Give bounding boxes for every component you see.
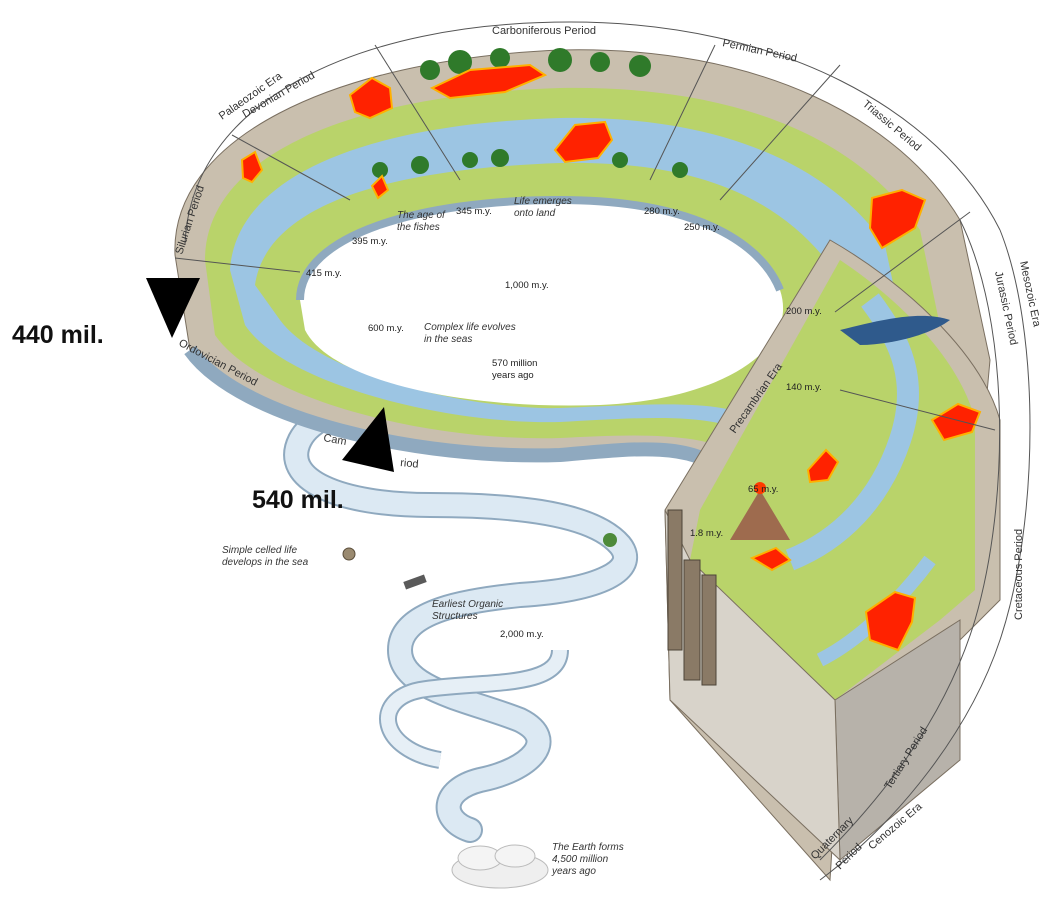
clover-fossil-icon [603,533,617,547]
marker-540-label: 540 mil. [252,486,344,514]
note-complex-b: in the seas [424,334,472,345]
note-fishes-a: The age of [397,210,446,221]
label-cretaceous: Cretaceous Period [1013,529,1025,620]
note-land-b: onto land [514,208,556,219]
label-cambrian-b: riod [400,457,419,471]
note-earth-b: 4,500 million [552,854,609,865]
note-earth-c: years ago [551,866,596,877]
label-carboniferous: Carboniferous Period [492,25,596,37]
organic-structure-icon [403,574,426,589]
note-fishes-b: the fishes [397,222,440,233]
age-570b: years ago [492,370,534,381]
note-complex-a: Complex life evolves [424,322,516,333]
age-345: 345 m.y. [456,206,492,217]
age-1000: 1,000 m.y. [505,280,549,291]
age-2000: 2,000 m.y. [500,629,544,640]
ammonite-icon [343,548,355,560]
age-65: 65 m.y. [748,484,778,495]
note-organic-a: Earliest Organic [432,599,503,610]
age-280: 280 m.y. [644,206,680,217]
age-395: 395 m.y. [352,236,388,247]
label-permian: Permian Period [721,37,798,65]
note-simple-a: Simple celled life [222,545,297,556]
marker-440-label: 440 mil. [12,321,104,349]
note-organic-b: Structures [432,611,478,622]
age-250: 250 m.y. [684,222,720,233]
earth-forms-cloud [452,845,548,888]
age-200: 200 m.y. [786,306,822,317]
note-simple-b: develops in the sea [222,557,309,568]
age-1-8: 1.8 m.y. [690,528,723,539]
age-570a: 570 million [492,358,537,369]
age-415: 415 m.y. [306,268,342,279]
note-land-a: Life emerges [514,196,572,207]
note-earth-a: The Earth forms [552,842,624,853]
label-cambrian-a: Cam [322,432,347,448]
label-mesozoic: Mesozoic Era [1017,260,1043,329]
age-140: 140 m.y. [786,382,822,393]
age-600: 600 m.y. [368,323,404,334]
